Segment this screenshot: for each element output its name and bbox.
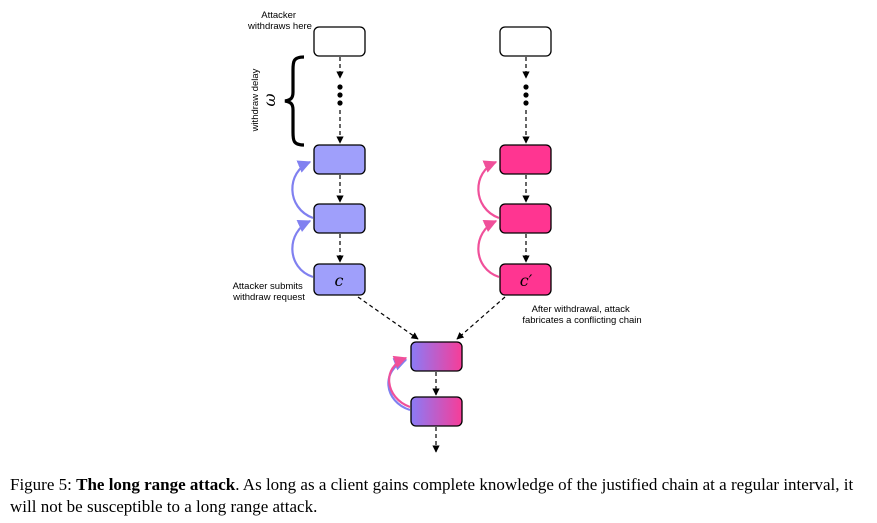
attacker-submits-label: Attacker submits withdraw request	[232, 281, 305, 303]
left-top-block	[313, 26, 366, 57]
right-ellipsis-dots	[523, 84, 529, 106]
common-block-2	[410, 396, 463, 427]
right-top-block	[499, 26, 552, 57]
withdraw-delay-brace	[284, 55, 305, 147]
caption-body: . As long as a client gains complete kno…	[10, 475, 854, 516]
right-block-1	[499, 144, 552, 175]
figure-caption: Figure 5: The long range attack. As long…	[10, 474, 872, 518]
right-block-2	[499, 203, 552, 234]
common-justify-arc-blue	[387, 358, 411, 412]
caption-title: The long range attack	[76, 475, 236, 494]
left-block-c-label: c	[335, 271, 344, 290]
right-justify-arc-2	[477, 160, 500, 220]
long-range-attack-diagram: c withdraw delay ω Attacker withdraws he…	[232, 10, 642, 453]
left-justify-arc-2	[291, 160, 314, 220]
attacker-fabricates-label: After withdrawal, attack fabricates a co…	[522, 304, 641, 326]
left-ellipsis-dots	[337, 84, 343, 106]
withdraw-delay-label: withdraw delay	[250, 68, 261, 132]
caption-prefix: Figure 5:	[10, 475, 77, 494]
common-justify-arc-pink	[388, 355, 411, 409]
common-block-1	[410, 341, 463, 372]
left-block-c	[313, 263, 366, 296]
right-to-common-dashed-arrow	[456, 296, 506, 340]
left-justify-arc-1	[291, 219, 314, 279]
right-block-c-prime	[499, 263, 552, 296]
attacker-withdraws-label: Attacker withdraws here	[247, 10, 312, 32]
left-block-2	[313, 203, 366, 234]
left-to-common-dashed-arrow	[357, 296, 419, 340]
left-block-1	[313, 144, 366, 175]
right-justify-arc-1	[477, 219, 500, 279]
right-block-c-prime-label: c′	[520, 271, 533, 290]
omega-symbol: ω	[260, 93, 279, 106]
